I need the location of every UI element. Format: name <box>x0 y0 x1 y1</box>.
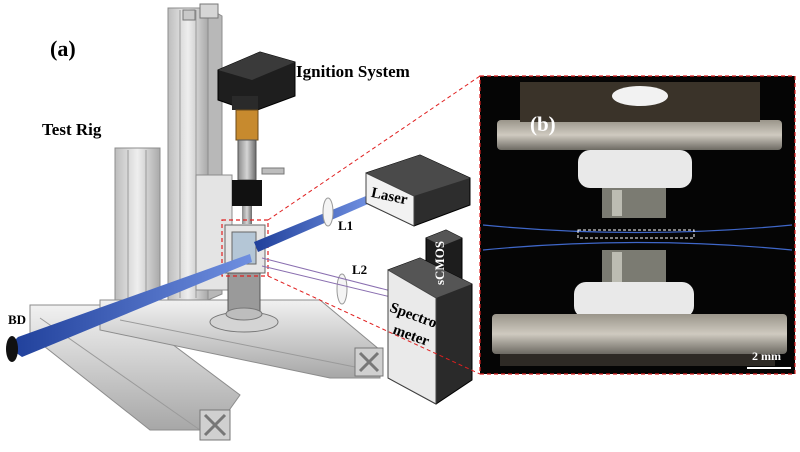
laser-box <box>365 154 471 227</box>
ignition-system-label: Ignition System <box>296 62 410 81</box>
callout-source-box <box>221 219 269 277</box>
scmos-label: sCMOS <box>432 240 447 285</box>
ignition-system <box>217 51 296 224</box>
test-rig-label: Test Rig <box>42 120 102 139</box>
panel-a-label: (a) <box>50 36 76 61</box>
callout-line-bottom <box>267 275 481 375</box>
scale-bar-label: 2 mm <box>752 349 781 363</box>
panel-b-label: (b) <box>530 112 556 136</box>
callout-line-top <box>267 75 481 221</box>
panel-b-border <box>479 75 796 375</box>
panel-b-photo <box>480 76 795 374</box>
test-rig-frame <box>29 3 384 441</box>
lens-l1 <box>322 197 334 227</box>
spectrometer-box <box>387 257 473 405</box>
bd-label: BD <box>8 312 27 327</box>
lens-l2 <box>336 273 348 305</box>
l1-label: L1 <box>338 218 354 233</box>
laser-beam-path <box>6 196 368 362</box>
l2-label: L2 <box>352 262 368 277</box>
beam-dump <box>6 336 18 362</box>
